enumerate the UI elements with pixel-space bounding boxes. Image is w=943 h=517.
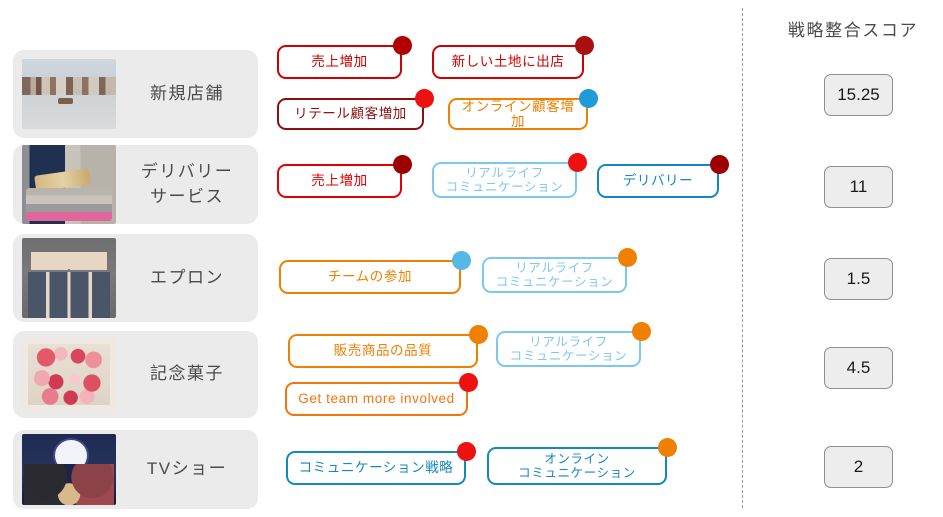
tag-status-dot[interactable]: [575, 36, 594, 55]
objective-tag[interactable]: コミュニケーション戦略: [286, 451, 466, 485]
objective-tag[interactable]: リアルライフコミュニケーション: [432, 162, 577, 198]
objective-tag[interactable]: 販売商品の品質: [288, 334, 478, 368]
tag-status-dot[interactable]: [393, 155, 412, 174]
beach-town-photo: [22, 59, 116, 129]
objective-tag-label: リアルライフコミュニケーション: [495, 261, 614, 289]
initiative-panel-anniversary-sweets[interactable]: 記念菓子: [13, 331, 258, 418]
tag-status-dot[interactable]: [579, 89, 598, 108]
objective-tag[interactable]: チームの参加: [279, 260, 461, 294]
objective-tag-label: リアルライフコミュニケーション: [509, 335, 628, 363]
bread-delivery-bike-photo: [22, 145, 116, 224]
objective-tag-label: リテール顧客増加: [294, 106, 407, 122]
initiative-panel-new-stores[interactable]: 新規店舗: [13, 50, 258, 138]
initiative-label-anniversary-sweets: 記念菓子: [150, 364, 224, 384]
tag-status-dot[interactable]: [658, 438, 677, 457]
tag-status-dot[interactable]: [393, 36, 412, 55]
objective-tag[interactable]: Get team more involved: [285, 382, 468, 416]
tag-status-dot[interactable]: [452, 251, 471, 270]
initiative-label-aprons: エプロン: [150, 267, 224, 287]
initiative-panel-delivery-service[interactable]: デリバリーサービス: [13, 145, 258, 224]
tag-status-dot[interactable]: [457, 442, 476, 461]
score-box-tv-show[interactable]: 2: [824, 446, 893, 488]
objective-tag[interactable]: デリバリー: [597, 164, 719, 198]
initiative-label-new-stores: 新規店舗: [150, 83, 224, 103]
initiative-panel-tv-show[interactable]: TVショー: [13, 430, 258, 509]
score-value: 2: [853, 457, 864, 476]
tag-status-dot[interactable]: [568, 153, 587, 172]
initiative-label-tv-show: TVショー: [146, 459, 228, 479]
score-value: 4.5: [846, 358, 871, 377]
initiative-label-delivery-service: デリバリーサービス: [140, 161, 234, 206]
initiative-panel-aprons[interactable]: エプロン: [13, 234, 258, 322]
score-value: 11: [849, 177, 868, 196]
objective-tag-label: オンラインコミュニケーション: [518, 452, 636, 480]
score-box-delivery-service[interactable]: 11: [824, 166, 893, 208]
objective-tag-label: 売上増加: [311, 173, 368, 189]
tag-status-dot[interactable]: [469, 325, 488, 344]
tag-status-dot[interactable]: [415, 89, 434, 108]
tag-status-dot[interactable]: [710, 155, 729, 174]
objective-tag-label: リアルライフコミュニケーション: [445, 166, 564, 194]
objective-tag[interactable]: リテール顧客増加: [277, 98, 424, 130]
objective-tag-label: Get team more involved: [298, 391, 455, 407]
tag-status-dot[interactable]: [618, 248, 637, 267]
objective-tag[interactable]: リアルライフコミュニケーション: [496, 331, 641, 367]
score-box-aprons[interactable]: 1.5: [824, 258, 893, 300]
objective-tag-label: 販売商品の品質: [333, 343, 433, 359]
tv-show-bakers-photo: [22, 434, 116, 505]
score-value: 15.25: [837, 85, 880, 104]
objective-tag-label: コミュニケーション戦略: [298, 460, 454, 476]
score-box-anniversary-sweets[interactable]: 4.5: [824, 347, 893, 389]
number-30-cake-photo: [22, 338, 116, 411]
objective-tag-label: オンライン顧客増加: [461, 98, 575, 129]
objective-tag[interactable]: リアルライフコミュニケーション: [482, 257, 627, 293]
objective-tag-label: 売上増加: [311, 54, 368, 70]
objective-tag[interactable]: オンラインコミュニケーション: [487, 447, 667, 485]
score-value: 1.5: [846, 269, 871, 288]
tag-status-dot[interactable]: [632, 322, 651, 341]
objective-tag[interactable]: 売上増加: [277, 164, 402, 198]
objective-tag[interactable]: 新しい土地に出店: [432, 45, 584, 79]
dashed-vertical-divider: [742, 8, 743, 508]
tag-status-dot[interactable]: [459, 373, 478, 392]
score-column-header: 戦略整合スコア: [787, 21, 919, 40]
objective-tag-label: 新しい土地に出店: [451, 54, 565, 70]
objective-tag-label: チームの参加: [327, 269, 413, 285]
objective-tag-label: デリバリー: [622, 173, 694, 189]
objective-tag[interactable]: オンライン顧客増加: [448, 98, 588, 130]
objective-tag[interactable]: 売上増加: [277, 45, 402, 79]
score-box-new-stores[interactable]: 15.25: [824, 74, 893, 116]
staff-in-aprons-photo: [22, 238, 116, 318]
